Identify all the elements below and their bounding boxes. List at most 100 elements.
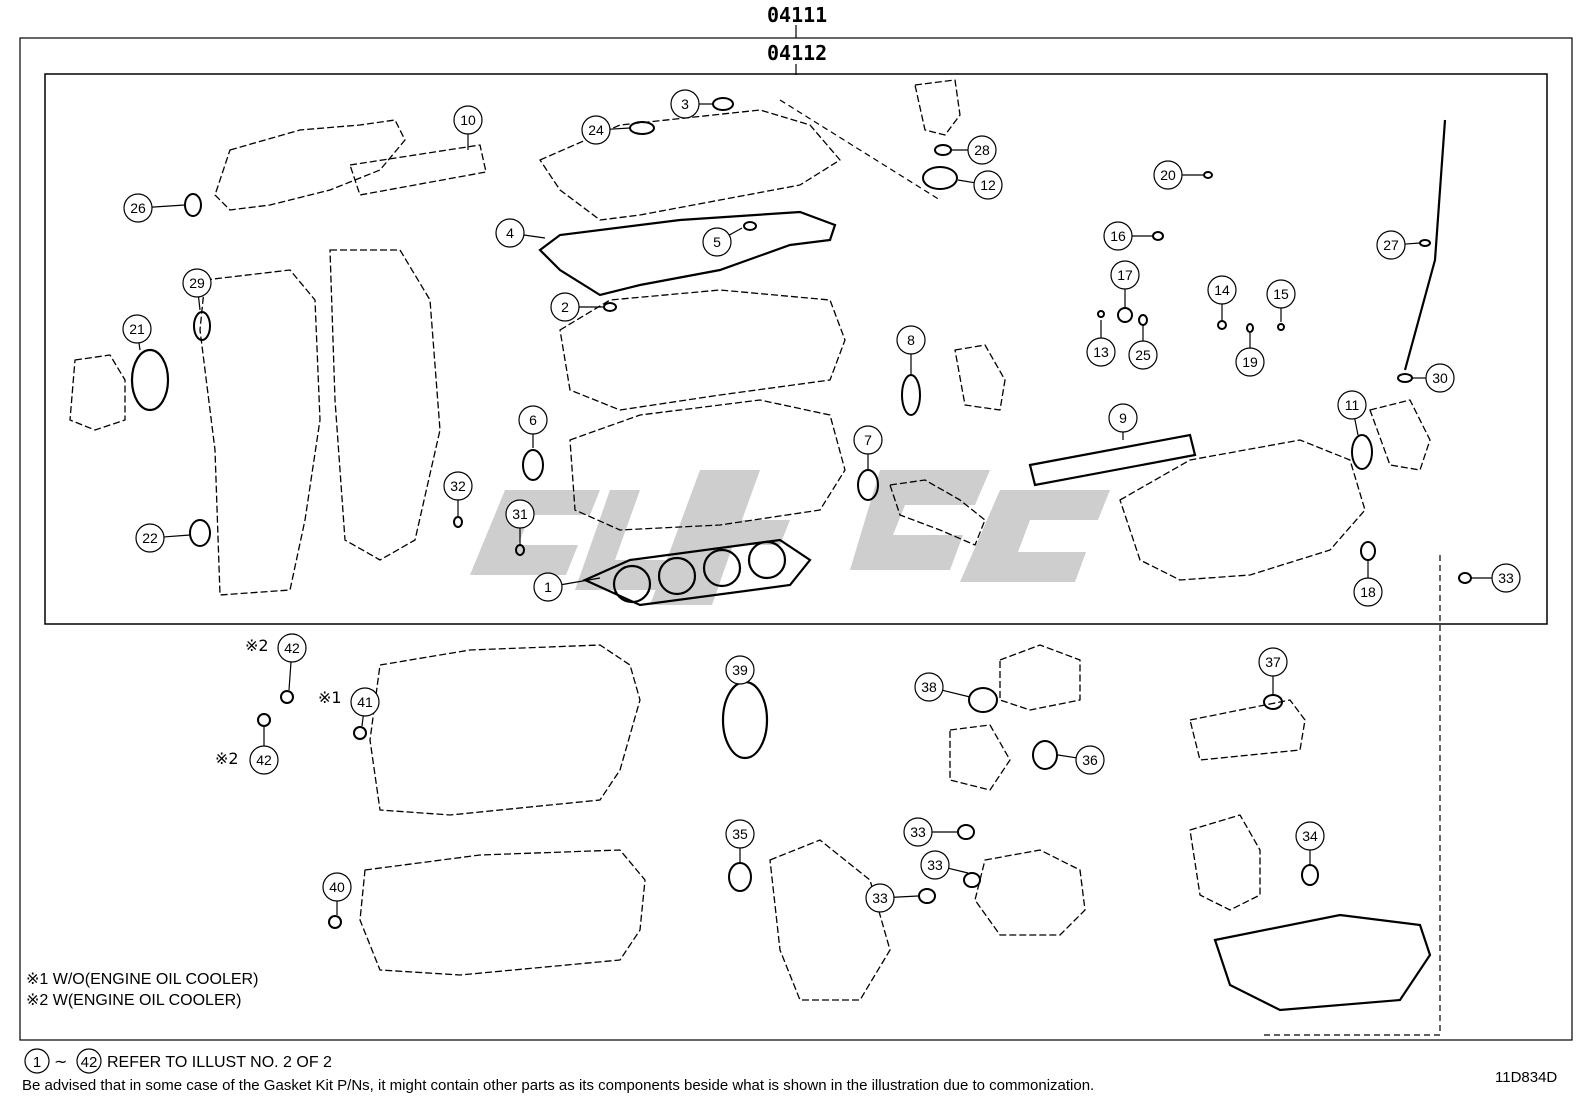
gasket-17 — [1117, 307, 1133, 323]
seal-40 — [328, 915, 342, 929]
callout-label-10: 10 — [460, 112, 476, 128]
callout-circle-36 — [1075, 745, 1105, 775]
callout-label-9: 9 — [1119, 410, 1127, 426]
callout-label-5: 5 — [713, 234, 721, 250]
callout-label-31: 31 — [512, 506, 528, 522]
range-start-circle — [24, 1048, 50, 1074]
seal-22 — [189, 519, 211, 547]
callout-label-13: 13 — [1093, 344, 1109, 360]
watermark-logo — [470, 470, 1110, 605]
kit-code-outer: 04111 — [767, 3, 827, 27]
intake-manifold-sketch — [1119, 439, 1366, 581]
oring-18 — [1360, 541, 1376, 561]
cam-housing-sketch — [559, 289, 846, 411]
oring-14 — [1217, 320, 1227, 330]
callout-leader-1 — [561, 577, 601, 586]
callout-circle-9 — [1108, 403, 1138, 433]
oring-2 — [603, 302, 617, 312]
oring-34 — [1301, 864, 1319, 886]
timing-cover-oil-seal — [130, 348, 170, 412]
callout-leader-38 — [942, 689, 971, 698]
callout-circle-20 — [1153, 160, 1183, 190]
callout-label-30: 30 — [1432, 370, 1448, 386]
callout-label-3: 3 — [681, 96, 689, 112]
callout-label-39: 39 — [732, 662, 748, 678]
callout-circle-33 — [1491, 563, 1521, 593]
callout-label-11: 11 — [1345, 397, 1360, 413]
oring-33c — [963, 872, 981, 888]
callout-leader-42 — [288, 661, 292, 691]
callout-circle-5 — [702, 227, 732, 257]
callout-circle-18 — [1353, 577, 1383, 607]
callout-label-32: 32 — [450, 478, 466, 494]
gasket-12 — [922, 166, 958, 190]
callout-circle-31 — [505, 499, 535, 529]
lower-crankcase-sketch — [359, 849, 646, 976]
callout-circle-6 — [518, 405, 548, 435]
gasket-6 — [522, 449, 544, 481]
oring-16 — [1152, 231, 1164, 241]
oil-pump-sketch — [69, 354, 126, 431]
callout-label-2: 2 — [561, 299, 569, 315]
bore-2 — [657, 556, 697, 596]
callout-circle-42 — [277, 633, 307, 663]
cylinder-head-gasket — [582, 538, 812, 607]
callout-label-33: 33 — [927, 857, 943, 873]
oring-33b — [957, 824, 975, 840]
bore-1 — [612, 564, 652, 604]
exhaust-gasket-sketch — [349, 144, 487, 196]
dipstick-guide — [1403, 119, 1447, 371]
callout-label-19: 19 — [1242, 354, 1258, 370]
water-bypass-sketch — [889, 479, 986, 546]
cylinder-head-sketch — [569, 399, 846, 531]
callout-circle-33 — [920, 850, 950, 880]
callout-circle-28 — [967, 135, 997, 165]
callout-label-29: 29 — [189, 275, 205, 291]
callout-label-8: 8 — [907, 332, 915, 348]
callout-circle-27 — [1376, 230, 1406, 260]
seal-24 — [629, 121, 655, 135]
callout-circle-16 — [1103, 221, 1133, 251]
callout-label-22: 22 — [142, 530, 158, 546]
callout-label-12: 12 — [980, 177, 996, 193]
callout-label-26: 26 — [130, 200, 146, 216]
callout-circle-33 — [865, 883, 895, 913]
callout-circle-1 — [533, 572, 563, 602]
gasket-7 — [857, 469, 879, 501]
callout-label-40: 40 — [329, 879, 345, 895]
footer-range: 1 ~ 42 REFER TO ILLUST NO. 2 OF 2 — [24, 1048, 332, 1074]
callout-label-21: 21 — [129, 321, 145, 337]
oring-13 — [1097, 310, 1105, 318]
water-inlet-sketch — [954, 344, 1006, 411]
callout-label-41: 41 — [357, 694, 373, 710]
callout-leader-5 — [728, 227, 743, 236]
callout-leader-33 — [893, 895, 919, 898]
callout-leader-26 — [151, 204, 186, 208]
callout-leader-27 — [1404, 242, 1421, 245]
callout-circle-17 — [1110, 260, 1140, 290]
callout-label-35: 35 — [732, 826, 748, 842]
dashed-leader-oil-pan — [1260, 555, 1441, 1036]
throttle-body-sketch — [1369, 399, 1431, 471]
callout-label-27: 27 — [1383, 237, 1399, 253]
callout-circle-34 — [1295, 821, 1325, 851]
oring-5 — [743, 221, 757, 231]
callout-label-7: 7 — [864, 432, 872, 448]
callout-circle-37 — [1258, 647, 1288, 677]
callout-circle-25 — [1128, 340, 1158, 370]
callout-circle-22 — [135, 523, 165, 553]
oil-pan — [1213, 913, 1432, 1012]
callout-circle-33 — [903, 817, 933, 847]
egr-cooler-sketch — [999, 644, 1081, 711]
callout-label-1: 1 — [544, 579, 552, 595]
callout-leader-36 — [1057, 754, 1077, 759]
callout-leader-11 — [1354, 418, 1359, 436]
oring-28 — [934, 144, 952, 156]
bore-4 — [747, 540, 787, 580]
callout-label-14: 14 — [1214, 282, 1230, 298]
oring-33a — [1458, 572, 1472, 584]
oring-29 — [193, 311, 211, 341]
callout-circle-30 — [1425, 363, 1455, 393]
callout-circle-10 — [453, 105, 483, 135]
